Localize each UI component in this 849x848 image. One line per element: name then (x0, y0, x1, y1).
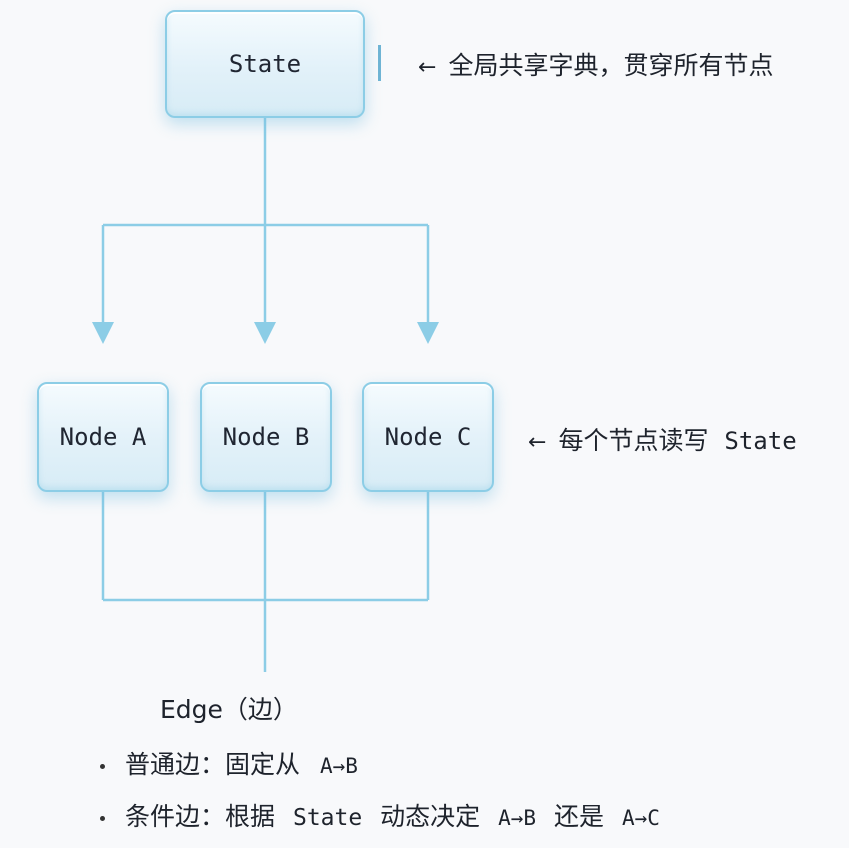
bullet-conditional-joiner: 还是 (554, 802, 605, 831)
node-a[interactable]: Node A (37, 382, 169, 492)
edge-title: Edge（边） (160, 695, 298, 724)
bullet-conditional-path1: A→B (498, 806, 537, 830)
bullet-fixed-path: A→B (319, 754, 358, 778)
node-a-label: Node A (59, 423, 147, 451)
bullet-dot-icon (100, 815, 105, 821)
bullet-item-fixed-edge: 普通边：固定从 A→B (100, 745, 358, 781)
bullet-item-conditional-edge: 条件边：根据 State 动态决定 A→B 还是 A→C (100, 797, 660, 833)
nodes-note-state-word: State (724, 427, 797, 455)
bullet-fixed-prefix: 普通边：固定从 (125, 750, 301, 779)
node-c[interactable]: Node C (362, 382, 494, 492)
state-box[interactable]: State (165, 10, 365, 118)
bullet-dot-icon (100, 763, 105, 769)
bullet-conditional-path2: A→C (622, 806, 660, 830)
arrowhead-b (254, 322, 276, 344)
left-arrow-icon: ← (528, 430, 547, 455)
nodes-note: ← 每个节点读写 State (528, 421, 797, 457)
node-b-label: Node B (222, 423, 310, 451)
arrowhead-c (417, 322, 439, 344)
left-arrow-icon: ← (418, 55, 437, 80)
bullet-conditional-middle: 动态决定 (380, 802, 481, 831)
state-note-text: 全局共享字典，贯穿所有节点 (448, 51, 774, 80)
state-side-marker (378, 45, 381, 81)
state-box-label: State (228, 50, 302, 78)
node-c-label: Node C (384, 423, 472, 451)
bullet-conditional-state-word: State (292, 805, 363, 831)
arrowhead-a (92, 322, 114, 344)
bullet-conditional-prefix: 条件边：根据 (125, 802, 276, 831)
node-b[interactable]: Node B (200, 382, 332, 492)
state-note: ← 全局共享字典，贯穿所有节点 (418, 46, 773, 82)
nodes-note-text: 每个节点读写 (558, 426, 709, 455)
